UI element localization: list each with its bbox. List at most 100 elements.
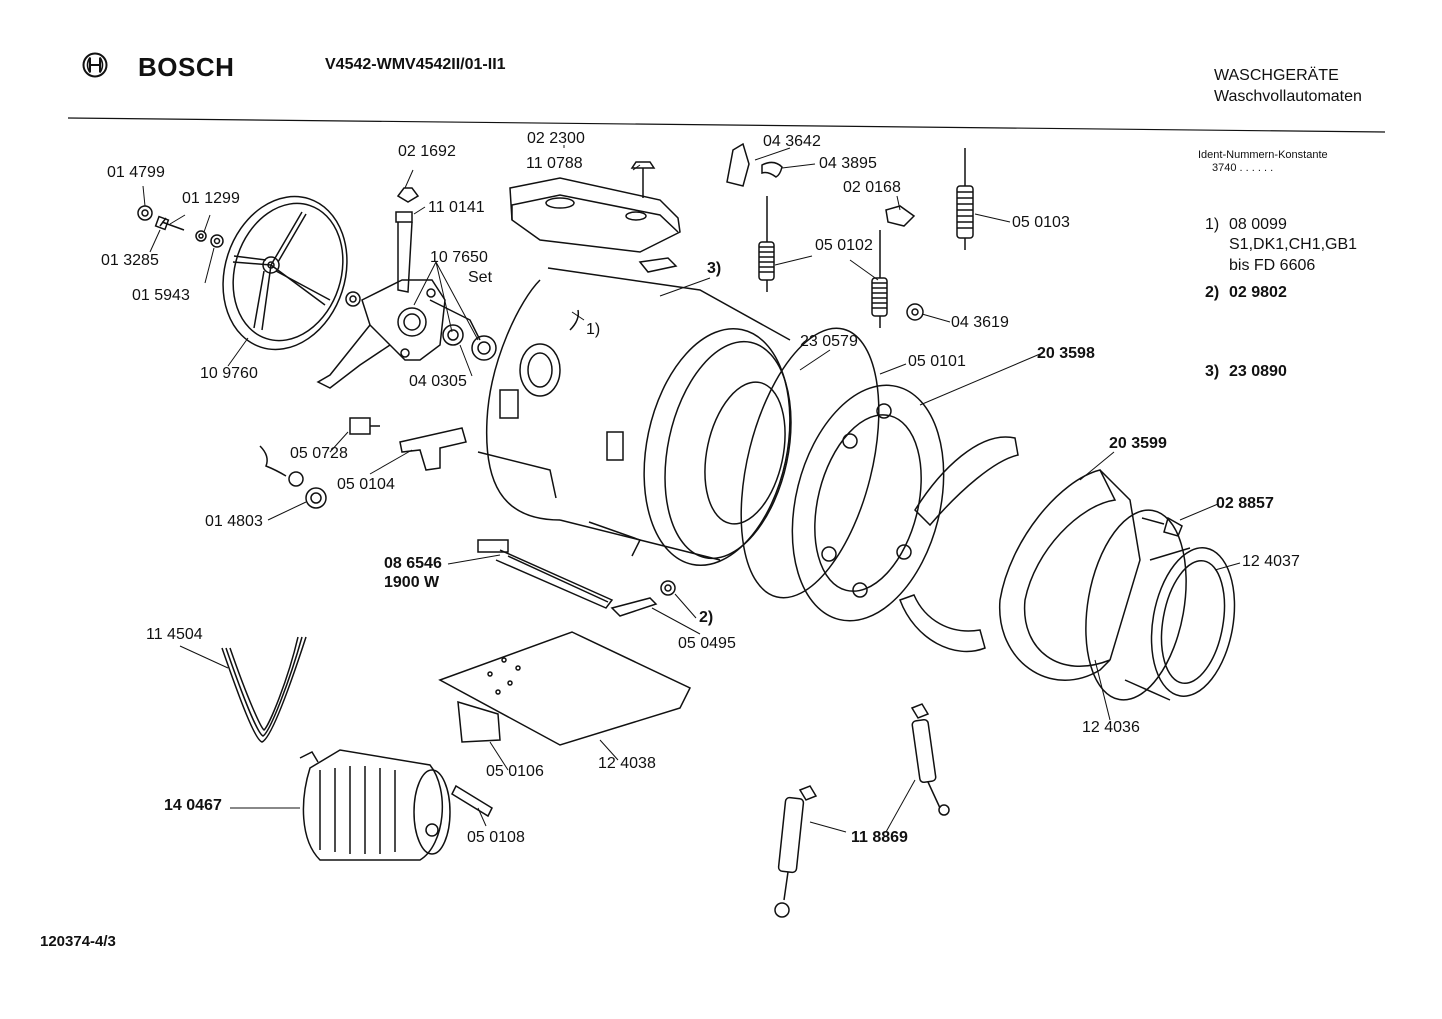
note-1-marker: 1)	[1205, 216, 1220, 233]
part-number-label: 02 1692	[398, 143, 456, 160]
document-number: 120374-4/3	[40, 933, 116, 950]
part-number-label: 05 0106	[486, 763, 544, 780]
part-number-label: 05 0102	[815, 237, 873, 254]
part-number-label: 11 8869	[851, 829, 908, 846]
part-number-label: 08 6546	[384, 555, 442, 572]
part-number-label: 02 2300	[527, 130, 585, 147]
part-number-label: 04 0305	[409, 373, 467, 390]
note-1-line: 08 0099	[1229, 216, 1287, 233]
screw-icon	[1141, 516, 1183, 537]
note-2-line: 02 9802	[1229, 284, 1287, 301]
shock-absorber-icon	[774, 785, 818, 918]
door-collar-icon	[1124, 547, 1236, 701]
washer-icon	[210, 234, 224, 248]
part-marker-label: 2)	[699, 609, 714, 626]
part-marker-label: 3)	[707, 260, 722, 277]
part-number-label: 12 4038	[598, 755, 656, 772]
part-number-label: 10 7650	[430, 249, 488, 266]
wire-icon	[259, 445, 287, 477]
note-1-line: bis FD 6606	[1229, 257, 1316, 274]
part-number-label: 02 0168	[843, 179, 901, 196]
ident-value: 3740 . . . . . .	[1212, 162, 1274, 174]
washer-icon	[195, 230, 207, 242]
note-3-line: 23 0890	[1229, 363, 1287, 380]
part-number-label: 05 0108	[467, 829, 525, 846]
leader-lines	[142, 145, 1241, 833]
part-number-label: 05 0495	[678, 635, 736, 652]
part-number-label: 05 0101	[908, 353, 966, 370]
part-number-label: 02 8857	[1216, 495, 1274, 512]
tub-cover-icon	[509, 177, 681, 273]
shock-absorber-icon	[910, 703, 950, 816]
part-number-label: 01 4803	[205, 513, 263, 530]
part-number-label: 05 0104	[337, 476, 395, 493]
front-bracket-icon	[999, 469, 1141, 681]
part-number-label: 11 0788	[526, 155, 583, 172]
shaft-icon	[451, 784, 493, 818]
part-number-label: 20 3599	[1109, 435, 1167, 452]
counterweight-icon	[899, 594, 986, 653]
bracket-icon	[399, 427, 467, 471]
nut-icon	[906, 303, 924, 321]
pulley-wheel-icon	[222, 195, 348, 351]
part-number-label: 04 3895	[819, 155, 877, 172]
category-title: WASCHGERÄTE	[1214, 67, 1339, 84]
part-number-label: 01 3285	[101, 252, 159, 269]
base-plate-icon	[438, 631, 692, 746]
part-number-label: 04 3619	[951, 314, 1009, 331]
bearing-bracket-icon	[316, 211, 481, 389]
part-number-label: 05 0728	[290, 445, 348, 462]
sensor-bracket-icon	[610, 597, 658, 617]
part-number-label: 04 3642	[763, 133, 821, 150]
part-number-label: 12 4037	[1242, 553, 1300, 570]
door-ring-icon	[1085, 509, 1187, 701]
brand-name: BOSCH	[138, 52, 235, 82]
part-number-label: 12 4036	[1082, 719, 1140, 736]
spring-icon	[956, 148, 974, 250]
plug-icon	[288, 471, 304, 487]
part-number-label: 05 0103	[1012, 214, 1070, 231]
category-subtitle: Waschvollautomaten	[1214, 88, 1362, 105]
part-marker-label: 1)	[586, 321, 601, 338]
drive-belt-icon	[221, 636, 307, 743]
washer-icon	[137, 205, 153, 221]
part-number-label: 10 9760	[200, 365, 258, 382]
part-number-label: 14 0467	[164, 797, 222, 814]
grommet-icon	[305, 487, 327, 509]
part-number-label: 01 1299	[182, 190, 240, 207]
drum-icon	[477, 267, 792, 567]
part-number-label: 01 4799	[107, 164, 165, 181]
retainer-clip-icon	[726, 142, 750, 187]
part-number-label: 23 0579	[800, 333, 858, 350]
sensor-icon	[349, 417, 380, 435]
spring-icon	[758, 196, 775, 292]
screw-icon	[396, 187, 420, 203]
part-number-label: 01 5943	[132, 287, 190, 304]
part-number-label: 11 4504	[146, 626, 203, 643]
part-number-label: 11 0141	[428, 199, 485, 216]
note-3-marker: 3)	[1205, 363, 1220, 380]
bracket-clip-icon	[885, 205, 916, 227]
bearing-icon	[442, 324, 464, 346]
spring-icon	[871, 230, 888, 328]
motor-icon	[299, 749, 451, 861]
ident-title: Ident-Nummern-Konstante	[1198, 149, 1328, 161]
note-2-marker: 2)	[1205, 284, 1220, 301]
counterweight-icon	[914, 436, 1019, 527]
heater-element-icon	[477, 539, 614, 609]
model-number: V4542-WMV4542II/01-II1	[325, 56, 506, 73]
part-spec-label: 1900 W	[384, 574, 440, 591]
plug-icon	[660, 580, 676, 596]
clip-icon	[761, 161, 783, 178]
gasket-ring-icon	[740, 327, 880, 599]
washer-icon	[345, 291, 361, 307]
tub-front-ring-icon	[791, 384, 945, 622]
bolt-icon	[630, 161, 656, 198]
header-rule	[67, 117, 1386, 133]
note-1-line: S1,DK1,CH1,GB1	[1229, 236, 1358, 253]
part-number-label: 20 3598	[1037, 345, 1095, 362]
part-number-label: Set	[468, 269, 493, 286]
bosch-logo-icon	[82, 52, 108, 78]
bearing-icon	[471, 335, 497, 361]
